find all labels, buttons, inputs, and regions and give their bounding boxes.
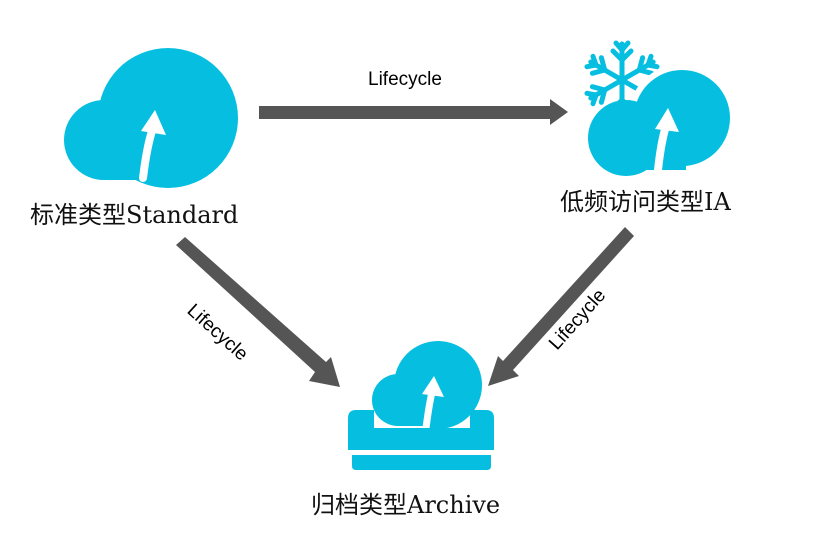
cloud-upload-icon	[64, 48, 238, 188]
archive-label: 归档类型Archive	[311, 491, 501, 519]
ia-label: 低频访问类型IA	[560, 188, 731, 216]
standard-label: 标准类型Standard	[30, 201, 239, 229]
cloud-archive-box-icon	[348, 341, 494, 470]
lifecycle-arrow-standard-to-ia	[259, 99, 568, 125]
cloud-snowflake-icon	[584, 40, 736, 176]
edge-label-standard-to-ia: Lifecycle	[368, 69, 442, 90]
lifecycle-arrow-ia-to-archive	[488, 227, 634, 386]
lifecycle-arrow-standard-to-archive	[176, 237, 340, 387]
